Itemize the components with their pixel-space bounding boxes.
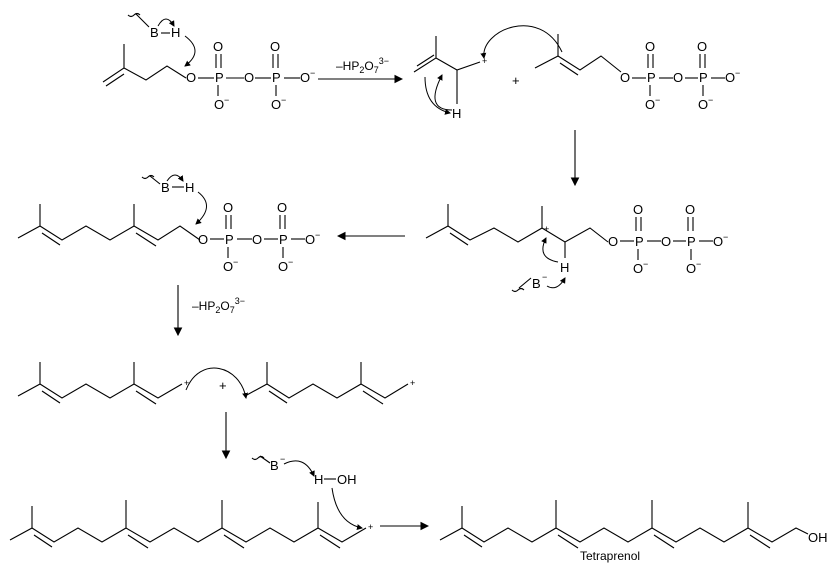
oxygen-atom: O bbox=[198, 232, 208, 247]
oxygen-atom: O bbox=[278, 259, 288, 274]
phosphorus-atom: P bbox=[225, 232, 234, 247]
base-h-group-2: B H bbox=[141, 174, 207, 225]
reaction-arrow-1: –HP2O73− bbox=[318, 56, 404, 84]
oxygen-atom: O bbox=[661, 234, 671, 249]
hydrogen-atom: H bbox=[560, 260, 569, 275]
svg-text:−: − bbox=[643, 259, 648, 269]
oxygen-atom: O bbox=[277, 200, 287, 215]
base-h-group: B H bbox=[127, 12, 196, 67]
hydrogen-atom: H bbox=[452, 106, 461, 121]
oxygen-atom: O bbox=[223, 200, 233, 215]
phosphorus-atom: P bbox=[272, 70, 281, 85]
oxygen-atom: O bbox=[697, 39, 707, 54]
svg-text:−: − bbox=[723, 232, 728, 242]
oxygen-atom: O bbox=[252, 232, 262, 247]
hydrogen-atom: H bbox=[185, 180, 194, 195]
oxygen-atom: O bbox=[186, 70, 196, 85]
boron-atom: B bbox=[270, 458, 279, 473]
oxygen-atom: O bbox=[673, 70, 683, 85]
phosphorus-atom: P bbox=[215, 70, 224, 85]
svg-text:−: − bbox=[708, 95, 713, 105]
pyrophosphate-loss-label: –HP2O73− bbox=[336, 56, 389, 75]
dimethylallyl-pyrophosphate: O P O O − O P O O − O − bbox=[534, 34, 740, 112]
svg-text:+: + bbox=[368, 522, 373, 532]
pyrophosphate-loss-label: –HP2O73− bbox=[192, 296, 245, 315]
plus-sign: + bbox=[512, 73, 520, 88]
svg-text:+: + bbox=[482, 56, 487, 66]
nucleophilic-attack-arrow bbox=[480, 25, 563, 59]
svg-text:−: − bbox=[224, 95, 229, 105]
oxygen-atom: O bbox=[713, 234, 723, 249]
hydrogen-atom: H bbox=[314, 472, 323, 487]
hydroxyl-group: OH bbox=[808, 530, 828, 545]
oxygen-atom: O bbox=[270, 39, 280, 54]
boron-atom: B bbox=[161, 180, 170, 195]
svg-text:−: − bbox=[281, 95, 286, 105]
svg-text:−: − bbox=[655, 95, 660, 105]
oxygen-atom: O bbox=[645, 97, 655, 112]
svg-text:−: − bbox=[288, 257, 293, 267]
oxygen-atom: O bbox=[685, 202, 695, 217]
product-label: Tetraprenol bbox=[580, 549, 640, 563]
svg-text:−: − bbox=[233, 257, 238, 267]
oxygen-atom: O bbox=[300, 70, 310, 85]
svg-text:−: − bbox=[310, 68, 315, 78]
hydrogen-atom: H bbox=[171, 25, 180, 40]
oxygen-atom: O bbox=[223, 259, 233, 274]
svg-text:+: + bbox=[184, 378, 189, 388]
oxygen-atom: O bbox=[645, 39, 655, 54]
svg-text:−: − bbox=[735, 68, 740, 78]
oxygen-atom: O bbox=[633, 261, 643, 276]
phosphorus-atom: P bbox=[647, 70, 656, 85]
phosphorus-atom: P bbox=[279, 232, 288, 247]
isopentenyl-pyrophosphate: O P O O − O P O O − O − bbox=[102, 39, 315, 112]
hydroxyl-group: OH bbox=[337, 472, 357, 487]
reaction-arrow-4: –HP2O73− bbox=[173, 285, 245, 337]
svg-text:−: − bbox=[542, 272, 547, 282]
base-water-group: B − H OH bbox=[251, 454, 363, 530]
geranyl-cation-1: + bbox=[17, 362, 189, 405]
svg-text:−: − bbox=[315, 230, 320, 240]
tetraprenol-product: OH bbox=[439, 500, 828, 549]
oxygen-atom: O bbox=[686, 261, 696, 276]
coupling-arrow bbox=[185, 367, 249, 399]
oxygen-atom: O bbox=[633, 202, 643, 217]
oxygen-atom: O bbox=[305, 232, 315, 247]
phosphorus-atom: P bbox=[635, 234, 644, 249]
svg-text:−: − bbox=[696, 259, 701, 269]
allyl-cation: + H bbox=[413, 36, 487, 121]
geranyl-pyrophosphate: O P O O − O P O O − O − bbox=[17, 200, 320, 274]
base-group: B − + bbox=[511, 272, 566, 293]
oxygen-atom: O bbox=[244, 70, 254, 85]
carbocation-intermediate: + H O P O O − O P O O − O − bbox=[425, 202, 728, 276]
oxygen-atom: O bbox=[608, 234, 618, 249]
phosphorus-atom: P bbox=[687, 234, 696, 249]
svg-text:+: + bbox=[544, 224, 549, 234]
geranyl-cation-2: + bbox=[244, 362, 415, 405]
oxygen-atom: O bbox=[725, 70, 735, 85]
oxygen-atom: O bbox=[213, 39, 223, 54]
svg-text:−: − bbox=[280, 454, 285, 464]
plus-sign: + bbox=[219, 378, 227, 393]
oxygen-atom: O bbox=[271, 97, 281, 112]
oxygen-atom: O bbox=[698, 97, 708, 112]
tetraprenyl-cation: + bbox=[9, 500, 373, 549]
phosphorus-atom: P bbox=[699, 70, 708, 85]
boron-atom: B bbox=[150, 25, 159, 40]
svg-text:+: + bbox=[410, 378, 415, 388]
oxygen-atom: O bbox=[214, 97, 224, 112]
boron-atom: B bbox=[532, 276, 541, 291]
oxygen-atom: O bbox=[620, 70, 630, 85]
